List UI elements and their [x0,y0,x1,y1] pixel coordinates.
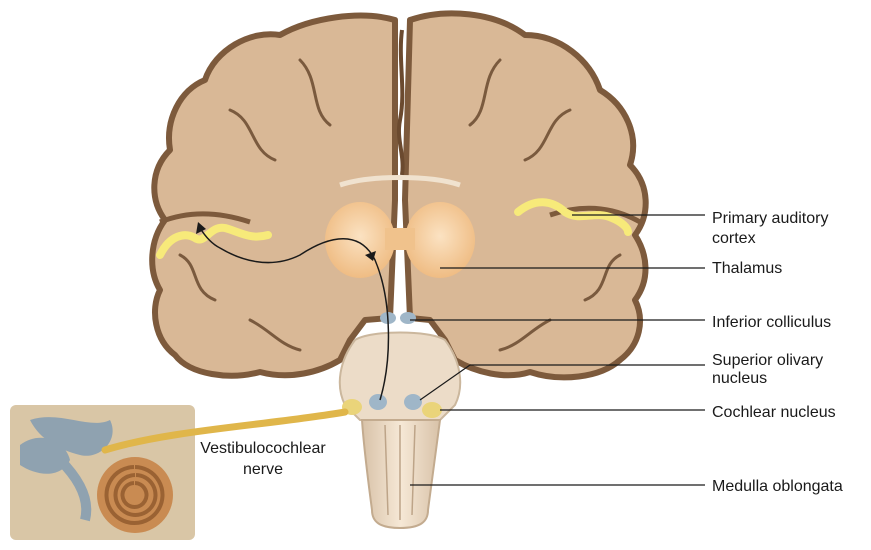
right-hemisphere [405,13,646,377]
label-inferior-colliculus: Inferior colliculus [712,314,831,332]
inferior-colliculus [380,312,416,324]
label-primary-auditory-cortex-2: cortex [712,230,756,248]
thalamus [325,202,475,278]
label-vestibulocochlear-1: Vestibulocochlear [188,440,338,458]
label-primary-auditory-cortex-1: Primary auditory [712,210,828,228]
inner-ear [10,405,195,540]
left-hemisphere [152,16,395,376]
label-superior-olivary-1: Superior olivary [712,352,823,370]
label-thalamus: Thalamus [712,260,782,278]
label-medulla-oblongata: Medulla oblongata [712,478,843,496]
medulla-shape [362,420,440,528]
label-vestibulocochlear-2: nerve [188,461,338,479]
label-superior-olivary-2: nucleus [712,370,767,388]
label-cochlear-nucleus: Cochlear nucleus [712,404,836,422]
longitudinal-fissure [399,30,403,175]
